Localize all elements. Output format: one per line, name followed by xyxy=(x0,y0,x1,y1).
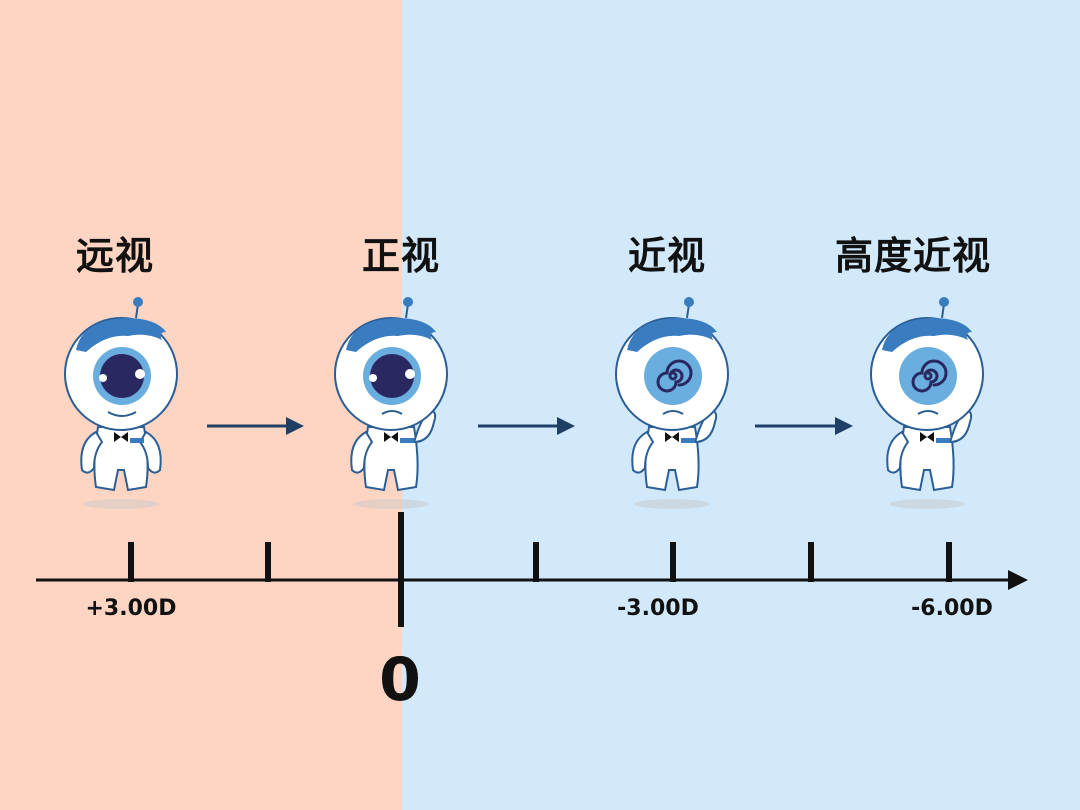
mascot-myopia xyxy=(615,297,729,509)
eye-spiral-icon xyxy=(644,347,702,405)
progression-arrow xyxy=(207,417,304,435)
title-emmetropia: 正视 xyxy=(361,234,440,278)
mascot-high-myopia xyxy=(870,297,984,509)
progression-arrow xyxy=(755,417,853,435)
eye-normal-icon xyxy=(363,347,421,405)
progression-arrow xyxy=(478,417,575,435)
axis-arrowhead xyxy=(1008,570,1028,590)
mascot-hyperopia xyxy=(64,297,178,509)
title-high-myopia: 高度近视 xyxy=(834,234,991,278)
mascot-body xyxy=(350,408,437,509)
tick-label-minus-6: -6.00D xyxy=(911,596,993,621)
mascot-body xyxy=(80,426,162,509)
hyperopia-region-background xyxy=(0,0,402,810)
tick-label-plus-3: +3.00D xyxy=(85,596,177,621)
tick-label-minus-3: -3.00D xyxy=(617,596,699,621)
mascot-body xyxy=(886,408,973,509)
eye-spiral-icon xyxy=(899,347,957,405)
mascot-emmetropia xyxy=(334,297,448,509)
title-myopia: 近视 xyxy=(627,234,706,278)
eye-normal-icon xyxy=(93,347,151,405)
title-hyperopia: 远视 xyxy=(75,234,154,278)
zero-label: 0 xyxy=(379,645,421,715)
